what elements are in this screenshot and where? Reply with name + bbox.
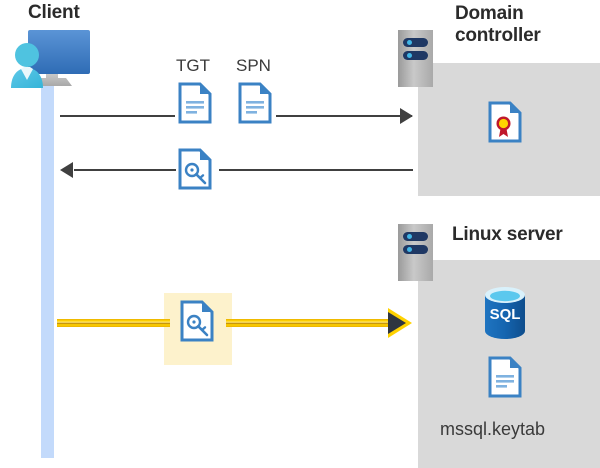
tgt-document-icon bbox=[178, 82, 212, 124]
keytab-document-icon bbox=[488, 356, 522, 398]
server-bay-icon bbox=[403, 232, 428, 241]
spn-document-icon bbox=[238, 82, 272, 124]
domain-controller-title: Domain controller bbox=[455, 3, 585, 48]
response-arrowhead bbox=[60, 162, 73, 178]
certificate-document-icon bbox=[488, 101, 522, 143]
tgt-label: TGT bbox=[176, 56, 210, 75]
server-led-icon bbox=[407, 40, 412, 45]
client-lifeline bbox=[41, 82, 54, 458]
domain-controller-title-line2: controller bbox=[455, 25, 541, 47]
domain-controller-server-icon bbox=[398, 30, 433, 87]
domain-controller-title-line1: Domain bbox=[455, 3, 524, 24]
sql-database-icon: SQL bbox=[485, 287, 525, 339]
client-title: Client bbox=[28, 2, 80, 23]
request-line-segment-left bbox=[60, 115, 175, 117]
response-line-segment-right bbox=[219, 169, 413, 171]
request-arrowhead bbox=[400, 108, 413, 124]
spn-label: SPN bbox=[236, 56, 271, 75]
linux-server-title: Linux server bbox=[452, 224, 563, 245]
server-led-icon bbox=[407, 53, 412, 58]
server-bay-icon bbox=[403, 245, 428, 254]
linux-server-server-icon bbox=[398, 224, 433, 281]
user-computer-icon bbox=[11, 30, 90, 88]
service-ticket-key-document-icon bbox=[180, 300, 214, 342]
server-bay-icon bbox=[403, 51, 428, 60]
request-line-segment-right bbox=[276, 115, 412, 117]
response-line-segment-left bbox=[74, 169, 176, 171]
service-ticket-arrowhead-inner bbox=[388, 312, 406, 334]
server-led-icon bbox=[407, 247, 412, 252]
service-ticket-line-left bbox=[57, 319, 170, 327]
keytab-filename-label: mssql.keytab bbox=[440, 419, 546, 439]
ticket-key-document-icon bbox=[178, 148, 212, 190]
server-led-icon bbox=[407, 234, 412, 239]
sql-label: SQL bbox=[490, 306, 521, 323]
server-bay-icon bbox=[403, 38, 428, 47]
service-ticket-line-right bbox=[226, 319, 393, 327]
